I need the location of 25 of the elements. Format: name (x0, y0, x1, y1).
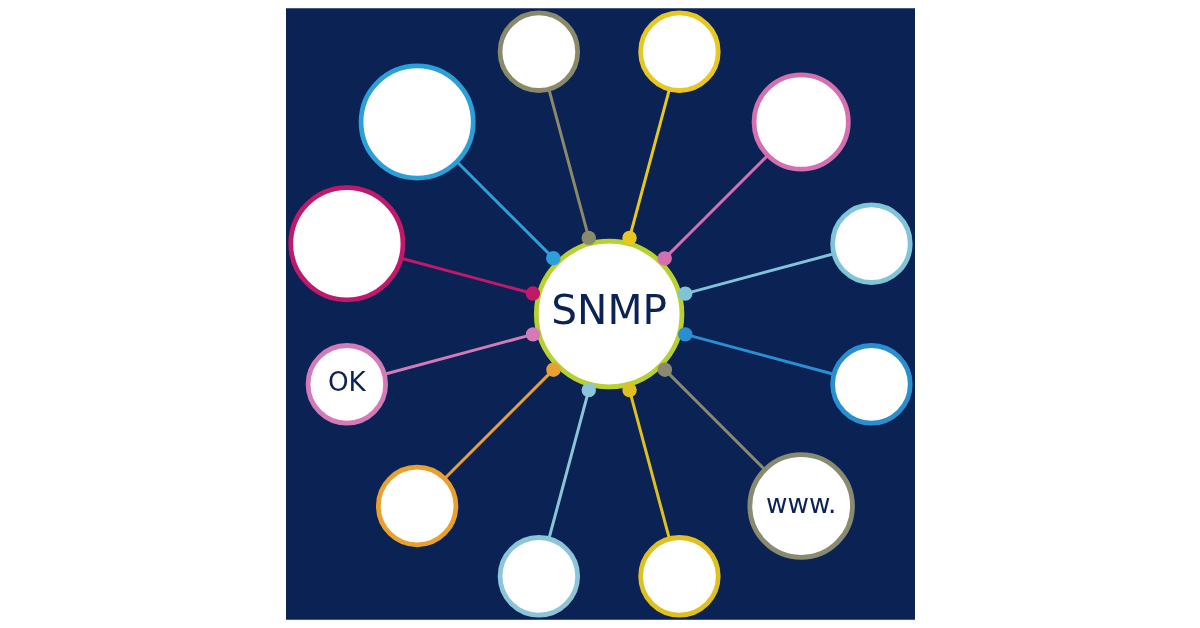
node-circle (375, 464, 458, 548)
connector (383, 327, 540, 376)
connector (621, 382, 671, 540)
node-circle (637, 10, 721, 93)
connector (656, 154, 769, 266)
node-circle: OK (305, 343, 388, 426)
connector (677, 327, 834, 376)
connector (443, 362, 561, 480)
node-circle: SNMP (533, 238, 684, 390)
connector (621, 88, 671, 246)
connector (677, 252, 834, 301)
node-circle (497, 10, 580, 93)
node-circle (358, 63, 476, 181)
node-circle: www. (746, 452, 855, 560)
connector (657, 362, 766, 471)
connector (400, 256, 540, 301)
node-circle (829, 202, 913, 285)
node-circle (829, 343, 913, 426)
node-circle (287, 185, 405, 303)
node-circle (497, 535, 580, 618)
connector (455, 160, 561, 266)
connector (547, 382, 596, 540)
connector (547, 88, 596, 246)
node-circle (637, 535, 721, 618)
node-circle (751, 72, 851, 172)
